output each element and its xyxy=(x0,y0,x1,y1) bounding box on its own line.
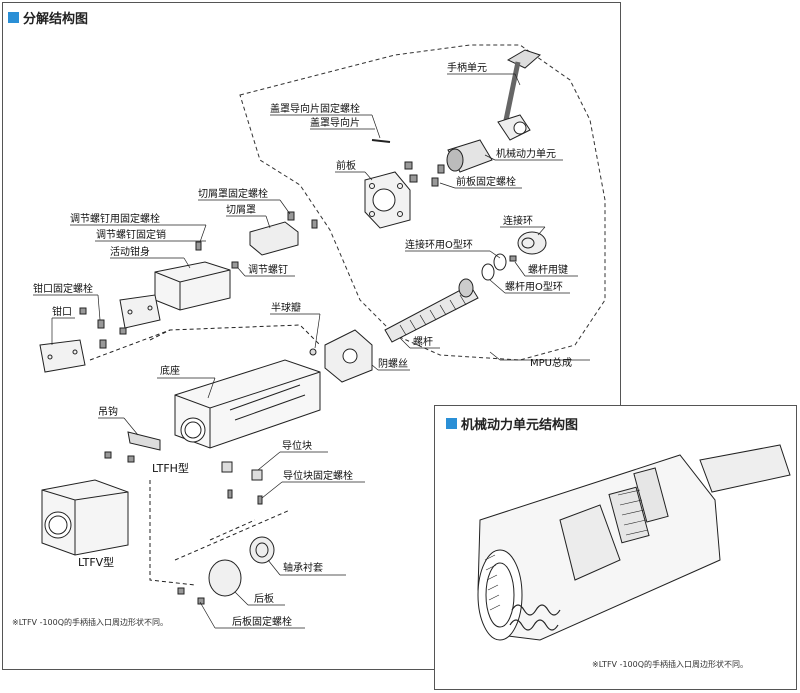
label-front-plate: 前板 xyxy=(336,161,356,172)
inset-title: 机械动力单元结构图 xyxy=(446,414,578,433)
label-jaw-bolt: 钳口固定螺栓 xyxy=(33,284,93,295)
label-rear-plate: 后板 xyxy=(254,594,274,605)
label-adj-screw-pin: 调节螺钉固定销 xyxy=(96,230,166,241)
label-hook: 吊钩 xyxy=(98,407,118,418)
label-handle-unit: 手柄单元 xyxy=(447,63,487,74)
label-mpu-assembly: MPU总成 xyxy=(530,358,572,369)
label-cover-guide: 盖罩导向片 xyxy=(310,118,360,129)
label-front-plate-bolt: 前板固定螺栓 xyxy=(456,177,516,188)
inset-footnote: ※LTFV -100Q的手柄插入口周边形状不同。 xyxy=(592,660,749,669)
label-cover-guide-bolt: 盖罩导向片固定螺栓 xyxy=(270,104,360,115)
inset-title-square-icon xyxy=(446,418,457,429)
label-ltfh: LTFH型 xyxy=(152,462,189,475)
label-chip-cover: 切屑罩 xyxy=(226,205,256,216)
exploded-view-panel xyxy=(2,2,621,670)
label-guide-block: 导位块 xyxy=(282,441,312,452)
main-footnote: ※LTFV -100Q的手柄插入口周边形状不同。 xyxy=(12,618,169,627)
title-square-icon xyxy=(8,12,19,23)
label-connect-ring-oring: 连接环用O型环 xyxy=(405,240,473,251)
label-screw-key: 螺杆用键 xyxy=(528,265,568,276)
label-ltfv: LTFV型 xyxy=(78,556,115,569)
label-base: 底座 xyxy=(160,366,180,377)
exploded-view-title: 分解结构图 xyxy=(8,8,88,27)
label-connect-ring: 连接环 xyxy=(503,216,533,227)
label-mech-power-unit: 机械动力单元 xyxy=(496,149,556,160)
label-screw: 螺杆 xyxy=(413,337,433,348)
label-bearing-bush: 轴承衬套 xyxy=(283,563,323,574)
label-rear-plate-bolt: 后板固定螺栓 xyxy=(232,617,292,628)
label-female-thread: 阴螺丝 xyxy=(378,359,408,370)
label-guide-block-bolt: 导位块固定螺栓 xyxy=(283,471,353,482)
label-jaw: 钳口 xyxy=(52,307,72,318)
label-adj-screw-bolt: 调节螺钉用固定螺栓 xyxy=(70,214,160,225)
label-movable-jaw: 活动钳身 xyxy=(110,247,150,258)
label-half-ball-pad: 半球瓣 xyxy=(271,303,301,314)
label-screw-oring: 螺杆用O型环 xyxy=(505,282,563,293)
label-chip-cover-bolt: 切屑罩固定螺栓 xyxy=(198,189,268,200)
label-adj-screw: 调节螺钉 xyxy=(248,265,288,276)
